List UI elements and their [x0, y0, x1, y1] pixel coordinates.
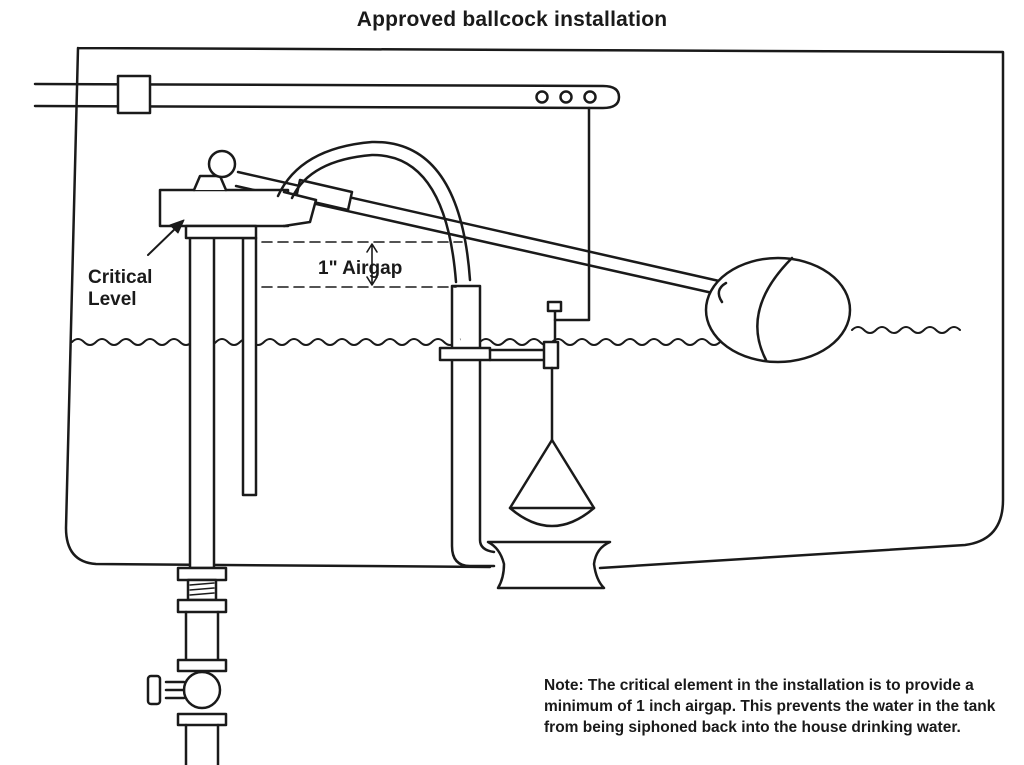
valve-linkage [282, 190, 318, 228]
guide-block [542, 340, 560, 370]
critical-level-arrow [147, 225, 179, 256]
valve-bonnet [192, 174, 228, 192]
valve-nut-top [176, 658, 228, 673]
diagram-title: Approved ballcock installation [356, 8, 668, 31]
thread-marks [189, 582, 215, 596]
valve-collar [184, 224, 258, 240]
shutoff-valve-handle [146, 674, 162, 706]
valve-cap [207, 149, 237, 179]
tank-ball [508, 438, 596, 528]
rod-hole-2 [559, 90, 573, 104]
float-ball [704, 256, 852, 364]
handle-bracket [116, 74, 152, 115]
installation-note: Note: The critical element in the instal… [544, 677, 996, 736]
rod-hole-3 [583, 90, 597, 104]
flush-valve-seat [486, 540, 612, 590]
valve-nut-bottom [176, 712, 228, 727]
supply-pipe-lower [184, 723, 220, 765]
supply-nut-upper [176, 566, 228, 582]
ballcock-valve-body [158, 188, 290, 228]
guide-arm [488, 348, 546, 362]
float-arm-tip [717, 281, 728, 304]
shutoff-valve-body [182, 670, 222, 710]
lift-wire-clip [546, 300, 563, 313]
arm-sleeve [294, 178, 354, 212]
airgap-arrow [366, 243, 378, 286]
float-seam [756, 256, 794, 362]
supply-nut-lower [176, 598, 228, 614]
flush-handle-rod [33, 82, 621, 110]
critical-level-label-line2: Level [88, 289, 137, 310]
ballcock-riser-pipe [188, 224, 216, 570]
refill-hose [276, 140, 472, 284]
airgap-label: 1" Airgap [318, 258, 402, 279]
tank-outline [64, 46, 1005, 570]
water-line [71, 338, 721, 346]
lift-wire [553, 106, 591, 322]
critical-level-label-line1: Critical [88, 267, 152, 288]
critical-level-arrowhead [169, 219, 185, 234]
overflow-clamp [438, 346, 492, 362]
refill-tube [241, 236, 258, 497]
shutoff-valve-stem [164, 680, 186, 700]
rod-hole-1 [535, 90, 549, 104]
supply-pipe [184, 610, 220, 662]
overflow-tube [450, 284, 496, 568]
water-line-right [851, 326, 961, 334]
